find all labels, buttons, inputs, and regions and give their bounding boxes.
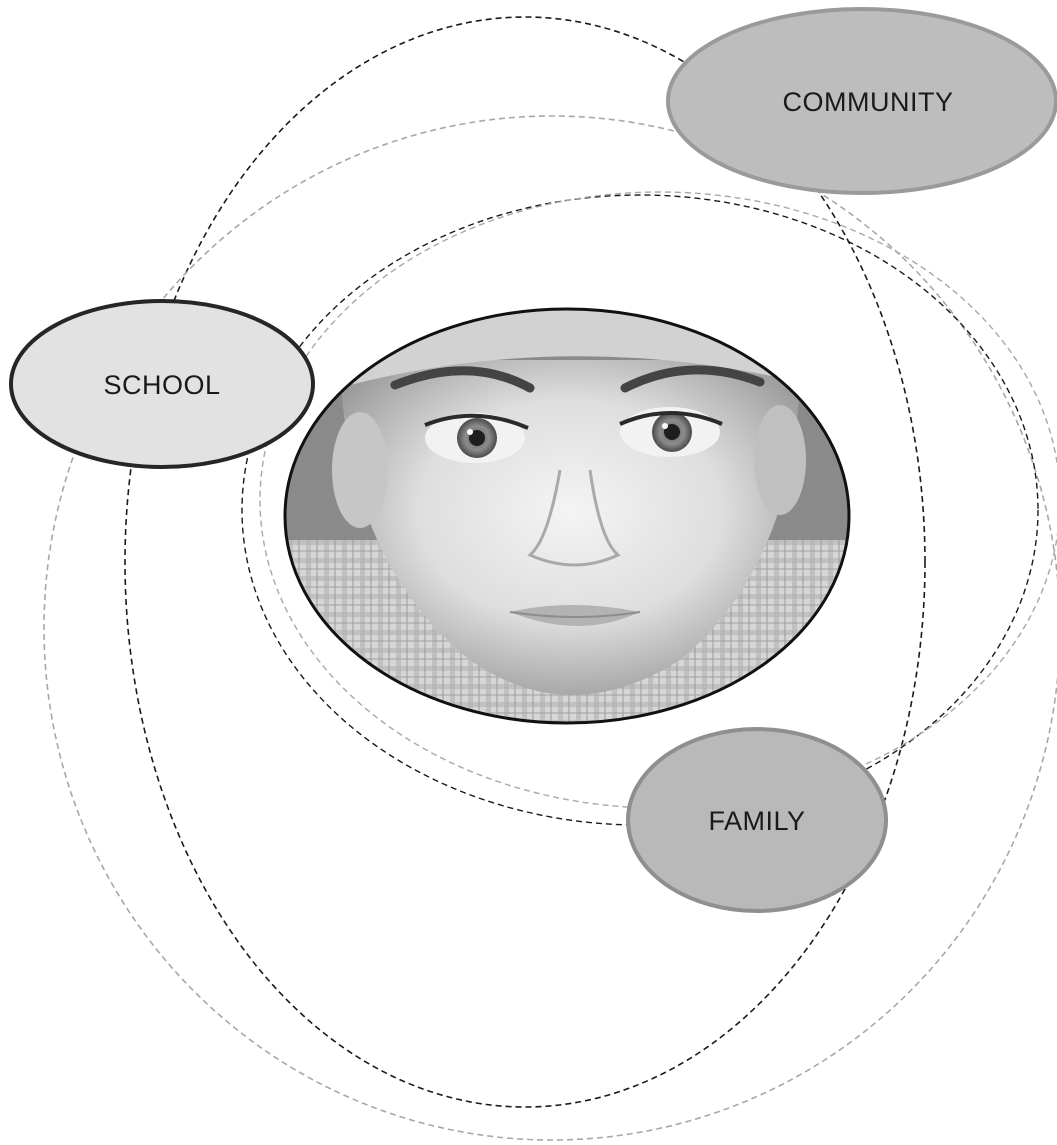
community-bubble: [666, 7, 1057, 195]
ring-community-inner: [43, 115, 1057, 1141]
school-label: SCHOOL: [103, 370, 220, 400]
ring-community-outer: [124, 16, 926, 1108]
ring-family: [259, 191, 1057, 809]
family-label: FAMILY: [708, 806, 805, 836]
node-family: FAMILY: [626, 727, 888, 913]
child-portrait-photo: [283, 307, 851, 725]
community-label: COMMUNITY: [783, 87, 954, 117]
ring-group: [43, 16, 1057, 1141]
family-bubble: [626, 727, 888, 913]
school-bubble: [9, 299, 315, 469]
node-school: SCHOOL: [9, 299, 315, 469]
node-community: COMMUNITY: [666, 7, 1057, 195]
